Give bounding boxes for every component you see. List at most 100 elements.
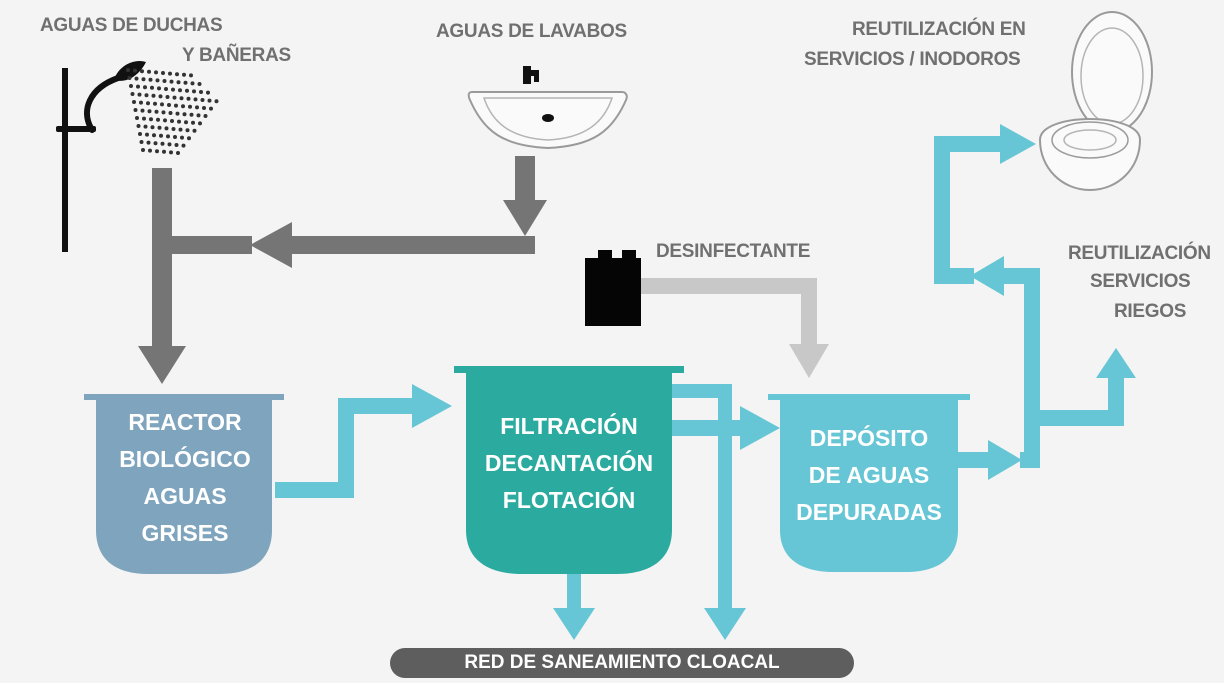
label-reuse-toilets-line1: REUTILIZACIÓN EN: [852, 19, 1026, 40]
shower-spray-dot: [160, 102, 164, 107]
shower-spray-dot: [195, 105, 199, 110]
shower-spray-dot: [139, 140, 144, 144]
shower-spray-dot: [143, 124, 148, 129]
deposit-tank-label: DEPÓSITO DE AGUAS DEPURADAS: [780, 420, 958, 531]
shower-spray-dot: [188, 104, 192, 109]
shower-spray-dot: [142, 116, 146, 121]
grey-water-flow: [138, 156, 547, 384]
shower-spray-dot: [187, 136, 191, 141]
shower-spray-dot: [146, 101, 150, 106]
shower-spray-dot: [133, 108, 138, 112]
shower-spray-dot: [152, 133, 156, 138]
shower-icon: [56, 60, 219, 252]
label-disinfectant: DESINFECTANTE: [656, 241, 811, 262]
shower-spray-dot: [132, 100, 136, 104]
shower-spray-dot: [200, 98, 205, 102]
reactor-line-3: AGUAS: [143, 483, 227, 509]
shower-spray-dot: [129, 84, 133, 88]
shower-spray-dot: [189, 73, 193, 78]
shower-spray-dot: [167, 142, 172, 147]
shower-spray-dot: [163, 118, 167, 123]
shower-spray-dot: [175, 111, 180, 116]
shower-spray-dot: [149, 117, 153, 122]
shower-spray-dot: [182, 112, 187, 117]
shower-spray-dot: [137, 92, 142, 97]
shower-spray-dot: [136, 124, 141, 128]
shower-spray-dot: [127, 76, 132, 80]
shower-spray-dot: [178, 88, 182, 93]
filtration-line-2: DECANTACIÓN: [484, 450, 654, 476]
shower-spray-dot: [177, 119, 181, 124]
shower-spray-dot: [199, 90, 203, 94]
shower-spray-dot: [193, 97, 198, 102]
shower-spray-dot: [154, 109, 159, 114]
sewer-bar: [390, 648, 854, 678]
reactor-tank-label: REACTOR BIOLÓGICO AGUAS GRISES: [100, 404, 270, 552]
disinfectant-container-icon: [585, 250, 641, 326]
shower-spray-dot: [159, 133, 163, 138]
label-reuse-toilets-line2: SERVICIOS / INODOROS: [804, 49, 1021, 70]
shower-spray-dot: [198, 121, 202, 126]
shower-spray-dot: [206, 90, 210, 95]
shower-spray-dot: [197, 82, 202, 86]
shower-spray-dot: [164, 126, 169, 131]
shower-spray-dot: [139, 100, 143, 105]
filtration-tank: [454, 366, 684, 574]
shower-spray-dot: [161, 110, 166, 115]
deposit-line-1: DEPÓSITO: [809, 425, 929, 451]
shower-spray-dot: [171, 127, 176, 131]
shower-spray-dot: [174, 143, 179, 147]
shower-spray-dot: [167, 103, 171, 107]
shower-spray-dot: [154, 70, 158, 75]
shower-spray-dot: [162, 149, 166, 154]
shower-spray-dot: [153, 141, 158, 146]
shower-spray-dot: [207, 98, 212, 103]
shower-spray-dot: [155, 78, 160, 83]
shower-spray-dot: [133, 68, 137, 73]
shower-spray-dot: [166, 134, 170, 139]
reactor-line-2: BIOLÓGICO: [119, 446, 251, 472]
deposit-line-2: DE AGUAS: [808, 462, 930, 488]
shower-spray-dot: [161, 71, 165, 75]
deposit-tank: [768, 394, 970, 572]
shower-spray-dot: [153, 101, 157, 106]
shower-spray-dot: [141, 77, 146, 82]
shower-spray-dot: [147, 69, 151, 74]
filtration-line-1: FILTRACIÓN: [500, 413, 638, 439]
shower-spray-dot: [182, 72, 186, 77]
label-showers-line1: AGUAS DE DUCHAS: [40, 15, 223, 36]
shower-spray-dot: [178, 127, 183, 132]
shower-spray-dot: [171, 87, 175, 92]
reactor-tank: [84, 394, 284, 574]
shower-spray-dot: [147, 109, 152, 114]
shower-spray-dot: [179, 96, 184, 101]
clean-water-flow: [275, 124, 1136, 640]
shower-spray-dot: [158, 94, 163, 99]
shower-spray-dot: [172, 95, 177, 100]
shower-spray-dot: [160, 141, 165, 146]
deposit-line-3: DEPURADAS: [796, 499, 942, 525]
shower-spray-dot: [190, 81, 195, 86]
toilet-icon: [1038, 11, 1153, 192]
sewer-label: RED DE SANEAMIENTO CLOACAL: [464, 652, 780, 673]
shower-spray-dot: [209, 106, 213, 111]
shower-spray-dot: [156, 117, 160, 122]
shower-spray-dot: [136, 84, 140, 89]
shower-spray-dot: [140, 108, 145, 113]
shower-spray-dot: [185, 88, 189, 93]
shower-spray-dot: [165, 95, 170, 99]
shower-spray-dot: [168, 111, 173, 115]
shower-spray-dot: [189, 112, 194, 117]
shower-spray-dot: [169, 150, 173, 155]
shower-spray-dot: [170, 119, 174, 123]
shower-spray-dot: [175, 72, 179, 77]
shower-spray-dot: [196, 113, 201, 118]
shower-spray-dot: [141, 148, 145, 152]
disinfectant-flow: [641, 278, 829, 378]
reactor-line-4: GRISES: [141, 520, 229, 546]
shower-spray-dot: [164, 87, 168, 91]
shower-spray-dot: [192, 128, 197, 133]
shower-spray-dot: [181, 143, 186, 148]
shower-spray-dot: [150, 125, 155, 130]
